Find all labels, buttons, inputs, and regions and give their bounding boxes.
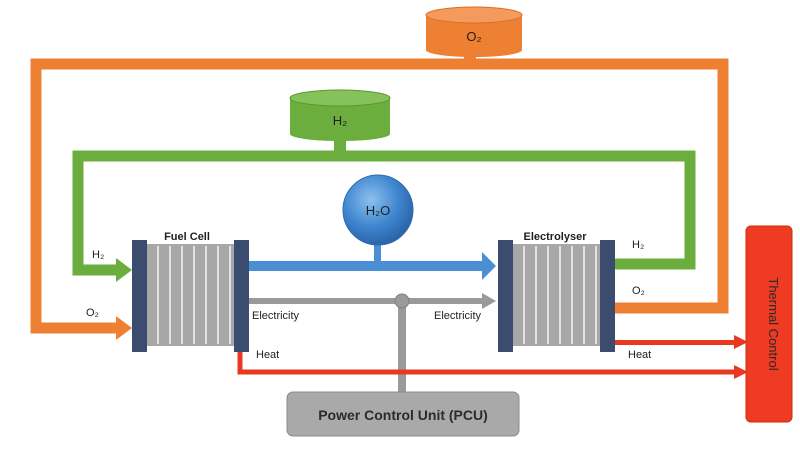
fuel-cell-heat-label: Heat	[256, 349, 279, 361]
fuel-cell-plates	[146, 244, 236, 346]
hydrogen-pipe-left	[72, 150, 340, 276]
electrolyser-title: Electrolyser	[524, 231, 588, 243]
oxygen-pipe-right	[470, 58, 729, 314]
electrolyser-plates	[512, 244, 602, 346]
water-tank-label: H₂O	[366, 203, 391, 218]
oxygen-loop	[30, 48, 729, 340]
fuel-cell-electricity-label: Electricity	[252, 310, 300, 322]
electrolyser-electricity-label: Electricity	[434, 310, 482, 322]
fuel-cell-plate-lines	[157, 246, 231, 344]
electrolyser-end-plate-left	[498, 240, 513, 352]
pcu-label: Power Control Unit (PCU)	[318, 407, 488, 423]
electricity-lines	[248, 293, 496, 394]
hydrogen-tank: H₂	[289, 89, 391, 141]
fuel-cell-o2-label: O₂	[86, 307, 99, 319]
hydrogen-inlet-arrow	[116, 258, 132, 282]
water-pipe	[248, 261, 484, 271]
oxygen-pipe-left	[30, 58, 470, 334]
electrolyser-end-plate-right	[600, 240, 615, 352]
heat-lines	[237, 335, 748, 379]
fuel-cell-end-plate-right	[234, 240, 249, 352]
water-tank: H₂O	[342, 174, 414, 246]
electrolyser-heat-arrow	[734, 335, 748, 349]
fuel-cell-h2-label: H₂	[92, 249, 104, 261]
fuel-cell-heat-line	[237, 350, 736, 375]
water-tank-neck	[374, 238, 381, 262]
thermal-control-box: Thermal Control	[745, 225, 793, 423]
electrolyser-h2-label: H₂	[632, 239, 644, 251]
pcu-box: Power Control Unit (PCU)	[286, 391, 520, 437]
electrolyser-heat-line	[612, 340, 736, 345]
electricity-pipe	[248, 298, 484, 304]
fuel-cell-end-plate-left	[132, 240, 147, 352]
pcu-connector	[398, 301, 406, 394]
oxygen-tank-label: O₂	[466, 29, 481, 44]
electrolyser-o2-label: O₂	[632, 285, 645, 297]
oxygen-inlet-arrow	[116, 316, 132, 340]
electricity-arrow	[482, 293, 496, 309]
oxygen-tank: O₂	[425, 6, 523, 57]
fuel-cell-heat-arrow	[734, 365, 748, 379]
thermal-control-label: Thermal Control	[766, 277, 781, 370]
electrolyser-stack	[498, 240, 615, 352]
electricity-junction	[394, 293, 410, 309]
electrolyser-plate-lines	[523, 246, 597, 344]
fuel-cell-title: Fuel Cell	[164, 231, 210, 243]
hydrogen-tank-label: H₂	[333, 113, 347, 128]
fuel-cell-stack	[132, 240, 249, 352]
water-flow	[248, 238, 496, 280]
water-arrow	[482, 252, 496, 280]
electrolyser-heat-label: Heat	[628, 349, 651, 361]
hydrogen-pipe-right	[340, 150, 696, 270]
